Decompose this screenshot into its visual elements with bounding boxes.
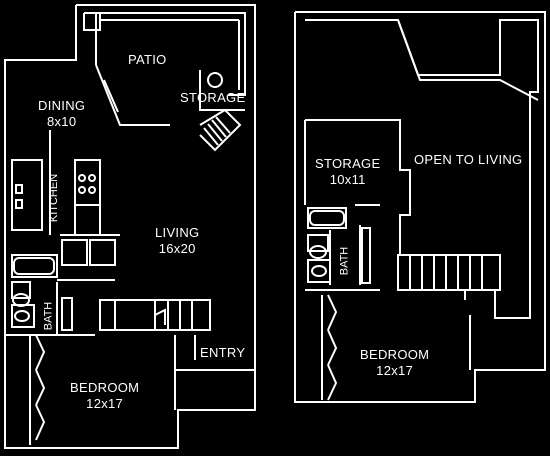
living-size: 16x20: [158, 241, 196, 256]
patio-wall: [96, 12, 246, 96]
upper-bathtub: [307, 207, 347, 229]
upper-bath-label: BATH: [338, 247, 350, 276]
upper-bedroom-size: 12x17: [376, 363, 414, 378]
dining-label: DINING 8x10: [38, 98, 85, 130]
storage-wall: [199, 70, 245, 111]
kitchen-counter: [11, 159, 43, 231]
bedroom-name: BEDROOM: [70, 380, 140, 395]
dining-name: DINING: [38, 98, 86, 113]
entry-label: ENTRY: [200, 345, 245, 361]
living-name: LIVING: [155, 225, 200, 240]
upper-storage-label: STORAGE 10x11: [315, 156, 380, 188]
storage-label: STORAGE: [180, 90, 245, 106]
kitchen-name: KITCHEN: [48, 173, 61, 223]
upper-bedroom-label: BEDROOM 12x17: [360, 347, 429, 379]
upper-storage-wall: [305, 119, 411, 255]
bedroom-label: BEDROOM 12x17: [70, 380, 139, 412]
dining-size: 8x10: [46, 114, 77, 129]
bath-name: BATH: [42, 301, 55, 331]
open-to-living-label: OPEN TO LIVING: [414, 152, 522, 168]
first-floor-outer-wall: [4, 4, 256, 449]
upper-storage-size: 10x11: [329, 172, 366, 187]
first-floor-plan: [4, 4, 256, 449]
second-floor-outer-wall: [294, 11, 546, 403]
upper-bath-name: BATH: [338, 246, 351, 276]
upper-storage-name: STORAGE: [315, 156, 381, 171]
second-floor-plan: [294, 11, 546, 403]
kitchen-label: KITCHEN: [48, 174, 60, 222]
entry-name: ENTRY: [200, 345, 246, 360]
bathtub: [11, 254, 58, 278]
living-label: LIVING 16x20: [155, 225, 199, 257]
patio-name: PATIO: [128, 52, 167, 67]
storage-name: STORAGE: [180, 90, 246, 105]
second-floor-stairs: [397, 254, 501, 291]
patio-label: PATIO: [128, 52, 167, 68]
bedroom-size: 12x17: [86, 396, 124, 411]
bath-label: BATH: [42, 302, 54, 331]
upper-bedroom-name: BEDROOM: [360, 347, 430, 362]
open-to-living-name: OPEN TO LIVING: [414, 152, 523, 167]
